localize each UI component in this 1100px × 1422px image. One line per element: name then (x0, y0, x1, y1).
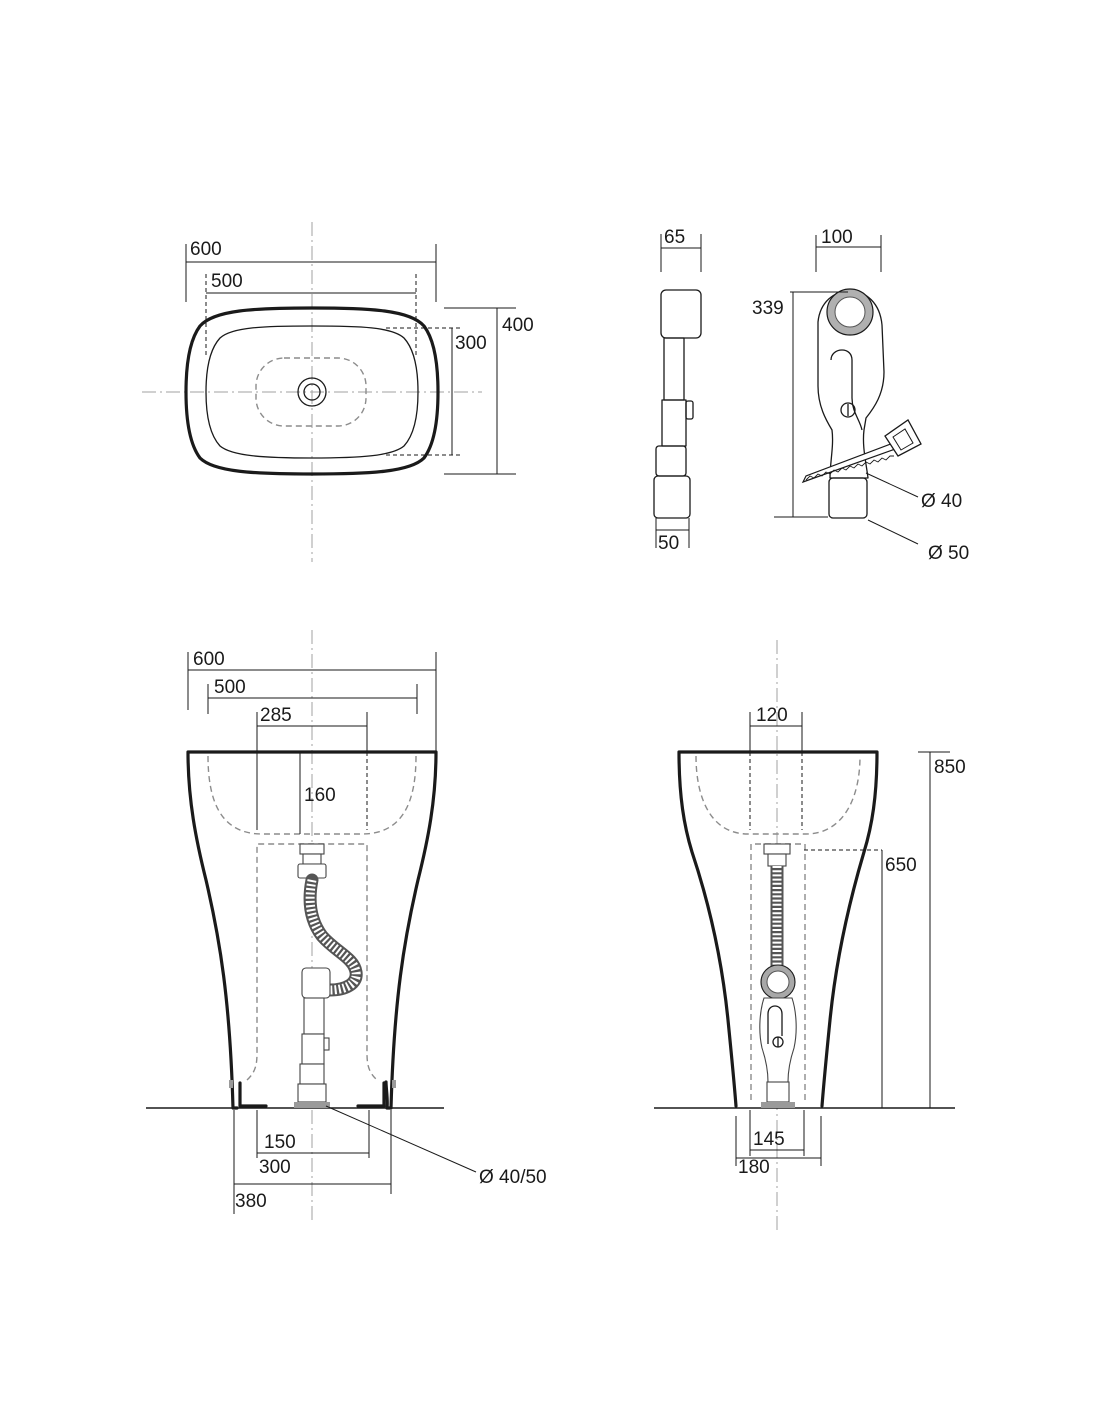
front-bracket-left (229, 1080, 233, 1088)
label-front-outlet: Ø 40/50 (479, 1167, 547, 1188)
front-base-foot-left (238, 1081, 268, 1108)
side-basin-body (677, 750, 879, 1108)
front-bracket-right (392, 1080, 396, 1088)
top-view-inner-basin (205, 325, 419, 459)
trap-side-sleeve (655, 445, 687, 477)
dim-label-trap-50: 50 (658, 533, 679, 554)
trap-front-screw (840, 402, 856, 418)
saw-icon (801, 441, 899, 484)
front-elevation: 600 500 285 160 150 300 380 Ø 40/50 (146, 630, 547, 1222)
dim-label-trap-339: 339 (752, 298, 784, 319)
trap-front-inner-loop (830, 349, 863, 431)
dim-label-front-380: 380 (235, 1191, 267, 1212)
trap-front-outlet-hole (834, 296, 866, 328)
dim-label-front-285: 285 (260, 705, 292, 726)
side-outlet-flange (761, 1102, 795, 1108)
dim-label-top-400: 400 (502, 315, 534, 336)
label-trap-d50: Ø 50 (928, 543, 969, 564)
front-outlet-flange (294, 1102, 330, 1108)
side-trap-base (766, 1081, 790, 1103)
front-basin-body (186, 750, 438, 1110)
dim-label-front-160: 160 (304, 785, 336, 806)
dim-label-side-650: 650 (885, 855, 917, 876)
trap-side-cleanout (685, 400, 694, 420)
dim-label-top-300: 300 (455, 333, 487, 354)
top-view-drain-inner (303, 383, 321, 401)
side-bowl-hidden (695, 755, 861, 835)
trap-side-head (660, 289, 702, 339)
front-trap-base (297, 1083, 327, 1103)
dim-label-front-150: 150 (264, 1132, 296, 1153)
dim-label-front-500: 500 (214, 677, 246, 698)
trap-side-base (653, 475, 691, 519)
saw-teeth (805, 455, 894, 481)
front-trap-middle (301, 1033, 325, 1065)
trap-front-body (817, 290, 885, 479)
dim-label-trap-65: 65 (664, 227, 685, 248)
dim-label-front-600: 600 (193, 649, 225, 670)
front-trap-cleanout (323, 1037, 330, 1051)
top-view: 600 500 300 400 (142, 222, 534, 562)
saw-handle-grip (892, 428, 914, 451)
front-trap-sleeve (299, 1063, 325, 1085)
side-waste-nut (767, 853, 787, 867)
top-view-bowl-hidden (255, 357, 367, 427)
leader-front-outlet (325, 1105, 477, 1173)
side-trap-inner-loop (767, 1005, 783, 1044)
front-waste-nut (302, 853, 322, 865)
dim-label-top-600: 600 (190, 239, 222, 260)
top-view-outer-rim (184, 306, 440, 476)
saw-handle (884, 419, 922, 457)
side-waste-top (763, 843, 791, 855)
dim-label-top-500: 500 (211, 271, 243, 292)
trap-front-base-sleeve (828, 477, 868, 519)
dim-label-side-120: 120 (756, 705, 788, 726)
front-trap-upper (303, 997, 325, 1035)
label-trap-d40: Ø 40 (921, 491, 962, 512)
front-base-foot-right (356, 1081, 386, 1108)
trap-side-upper-pipe (663, 337, 685, 401)
top-view-drain-outer (297, 377, 327, 407)
front-waste-top (299, 843, 325, 855)
dim-label-side-145: 145 (753, 1129, 785, 1150)
front-flex-hose-ribs (305, 879, 361, 995)
leader-trap-d40 (865, 472, 919, 498)
trap-side-middle-pipe (661, 399, 687, 447)
dim-label-side-850: 850 (934, 757, 966, 778)
trap-side-view: 65 50 (653, 227, 702, 554)
side-elevation: 120 850 650 145 180 (654, 640, 966, 1232)
front-trap-head (301, 967, 331, 999)
dim-label-side-180: 180 (738, 1157, 770, 1178)
leader-trap-d50 (867, 519, 919, 545)
dim-label-trap-100: 100 (821, 227, 853, 248)
trap-front-view: 100 339 Ø 40 Ø 50 (752, 227, 969, 564)
dim-label-front-300: 300 (259, 1157, 291, 1178)
side-trap-outlet-hole (766, 970, 790, 994)
